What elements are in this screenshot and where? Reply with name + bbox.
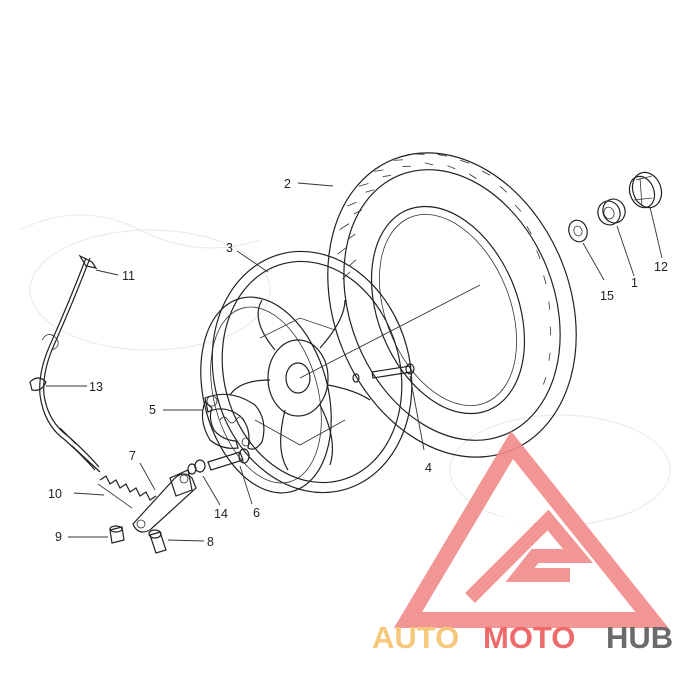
callout-2: 2 (284, 177, 291, 191)
bolt (148, 529, 167, 554)
tire (327, 152, 577, 458)
tire-valve (352, 363, 415, 383)
watermark-moto: MOTO (483, 620, 575, 655)
leader-lines (46, 182, 663, 542)
return-spring (97, 475, 157, 509)
callout-14: 14 (214, 507, 228, 521)
brake-cable (29, 254, 101, 473)
callout-5: 5 (149, 403, 156, 417)
automotohub-watermark: AUTO MOTO HUB (372, 430, 673, 655)
callout-4: 4 (425, 461, 432, 475)
brake-lever (132, 469, 197, 533)
brake-cam (187, 448, 250, 475)
callout-3: 3 (226, 241, 233, 255)
callout-15: 15 (600, 289, 614, 303)
watermark-auto: AUTO (372, 620, 459, 655)
callout-labels: 1 2 3 4 5 6 7 8 9 10 11 12 13 14 15 (48, 177, 668, 549)
watermark-triangle-logo (393, 430, 669, 628)
callout-7: 7 (129, 449, 136, 463)
brake-shoe (201, 393, 265, 450)
wheel-bearing (597, 198, 626, 226)
watermark-hub: HUB (606, 620, 673, 655)
axle-line (299, 284, 481, 379)
callout-9: 9 (55, 530, 62, 544)
hub-cover (628, 171, 663, 209)
callout-8: 8 (207, 535, 214, 549)
spacer-washer (568, 219, 588, 243)
callout-10: 10 (48, 487, 62, 501)
callout-6: 6 (253, 506, 260, 520)
callout-1: 1 (631, 276, 638, 290)
wheel-rim (200, 250, 413, 494)
callout-11: 11 (122, 269, 135, 283)
callout-13: 13 (89, 380, 103, 394)
nut (109, 525, 125, 544)
callout-12: 12 (654, 260, 668, 274)
